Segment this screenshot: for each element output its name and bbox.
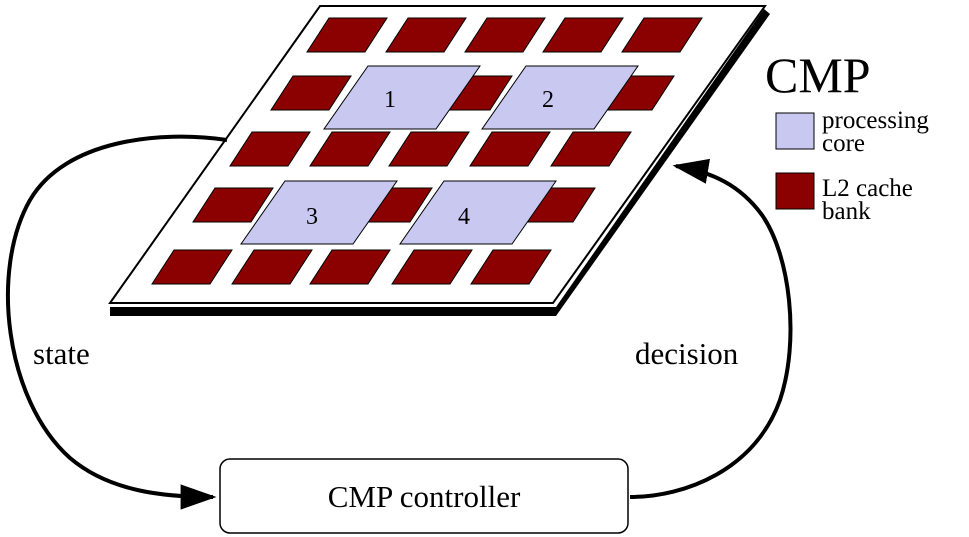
cache-bank-tile: [306, 17, 388, 53]
legend-swatch-cache: [775, 172, 815, 210]
cache-bank-tile: [464, 17, 546, 53]
core-label-2: 2: [542, 87, 554, 113]
cache-bank-tile: [542, 17, 624, 53]
chip-tiles: [151, 17, 703, 285]
core-label-1: 1: [384, 87, 396, 113]
chip-shadow-side: [556, 9, 770, 316]
processing-core-tile-1: [323, 65, 481, 130]
cache-bank-tile: [231, 249, 313, 285]
cache-bank-tile: [229, 131, 311, 167]
cache-bank-tile: [621, 17, 703, 53]
decision-label: decision: [635, 336, 739, 371]
core-label-4: 4: [458, 204, 470, 230]
cmp-controller-box: [219, 458, 629, 534]
processing-core-tile-4: [399, 180, 557, 245]
cache-bank-tile: [309, 131, 391, 167]
chip-shadow: [110, 307, 556, 316]
cmp-chip: 1 2 3 4: [108, 5, 770, 316]
processing-core-tile-2: [481, 65, 639, 130]
cache-bank-tile: [309, 249, 391, 285]
cmp-title: CMP: [765, 47, 871, 103]
state-arrow: [5, 134, 228, 510]
legend-swatch-core: [775, 112, 815, 150]
processing-core-tile-3: [240, 180, 398, 245]
legend-label-core-line2: core: [822, 130, 865, 157]
core-labels: 1 2 3 4: [306, 87, 554, 230]
decision-arrow: [629, 158, 793, 499]
cache-bank-tile: [391, 249, 473, 285]
cache-bank-tile: [151, 249, 233, 285]
cache-bank-tile: [550, 131, 632, 167]
state-label: state: [33, 336, 90, 371]
legend-label-cache-line2: bank: [822, 198, 871, 225]
legend-label-core-line1: processing: [822, 107, 929, 134]
cmp-controller-label: CMP controller: [328, 479, 521, 514]
cache-bank-tile: [385, 17, 467, 53]
core-label-3: 3: [306, 204, 318, 230]
cache-bank-tile: [192, 187, 274, 223]
cache-bank-tile: [470, 249, 552, 285]
cache-bank-tile: [469, 131, 551, 167]
legend: processing core L2 cache bank: [775, 107, 929, 225]
cache-bank-tile: [388, 131, 470, 167]
cache-bank-tile: [270, 75, 352, 111]
legend-label-cache-line1: L2 cache: [822, 175, 913, 202]
